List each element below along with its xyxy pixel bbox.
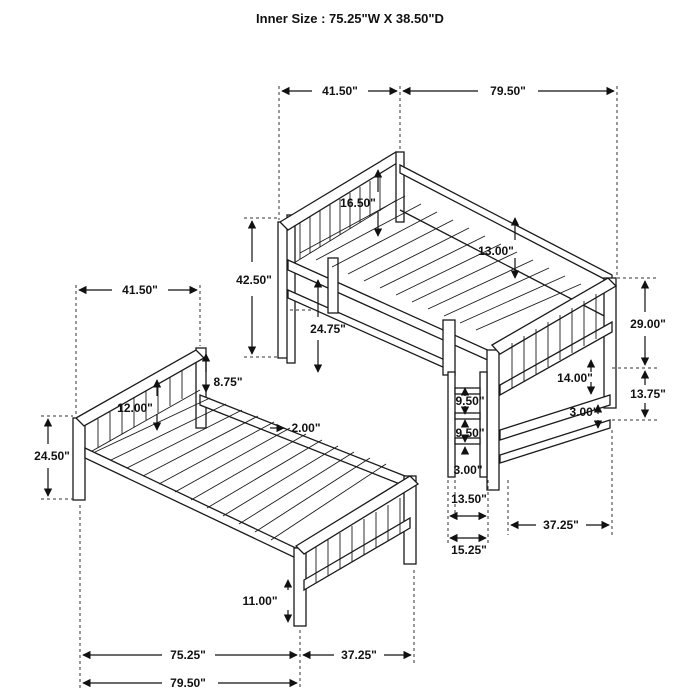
headboard-height-label: 16.50" (340, 196, 376, 210)
bottom-bed-dimensions: 41.50" 8.75" 12.00" 2.00" 24.50" 11.00" … (34, 283, 415, 690)
foot-gap-label: 3.00" (569, 405, 598, 419)
step-spacing-1-label: 9.50" (455, 394, 484, 408)
top-bed-width-label: 41.50" (322, 84, 358, 98)
side-height-label: 29.00" (630, 317, 666, 331)
bottom-bed-width-label: 41.50" (122, 283, 158, 297)
top-bed-dimensions: 41.50" 79.50" 42.50" 16.50" 13.00" 24.75… (236, 84, 666, 429)
underside-clearance-label: 24.75" (310, 322, 346, 336)
bottom-inner-length-label: 75.25" (170, 648, 206, 662)
slat-spacing-label: 2.00" (291, 421, 320, 435)
bottom-headboard-height-label: 12.00" (117, 401, 153, 415)
ladder-inner-width-label: 13.50" (451, 492, 487, 506)
bottom-bed-length-label: 79.50" (170, 676, 206, 690)
bottom-leg-height-label: 11.00" (242, 594, 277, 608)
ladder-outer-width-label: 15.25" (451, 543, 487, 557)
bottom-bed-drawing (72, 347, 420, 627)
ladder-bottom-gap-label: 3.00" (453, 463, 482, 477)
headboard-top-label: 8.75" (213, 375, 242, 389)
top-bed-drawing (277, 151, 618, 491)
bottom-offset-label: 37.25" (341, 648, 377, 662)
slat-gap-label: 13.00" (478, 244, 514, 258)
inner-size-title: Inner Size : 75.25"W X 38.50"D (256, 11, 444, 26)
rail-height-label: 14.00" (557, 371, 593, 385)
bottom-bed-height-label: 24.50" (34, 449, 70, 463)
top-bed-length-label: 79.50" (490, 84, 526, 98)
ladder-dimensions: 9.50" 9.50" 3.00" 13.50" 15.25" 37.25" (447, 387, 613, 557)
leg-height-label: 13.75" (630, 387, 666, 401)
ladder-offset-label: 37.25" (543, 518, 579, 532)
top-bed-height-label: 42.50" (236, 273, 272, 287)
step-spacing-2-label: 9.50" (455, 426, 484, 440)
